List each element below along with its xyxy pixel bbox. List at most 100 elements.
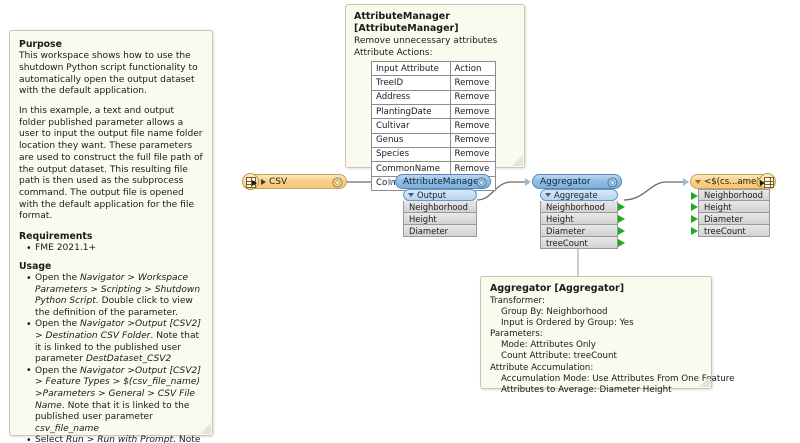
aggregator-note-line: Count Attribute: treeCount <box>501 351 617 362</box>
table-row: Species Remove <box>371 146 496 163</box>
input-arrow-icon <box>388 178 394 186</box>
cell-action: Remove <box>449 118 496 134</box>
attribute-row: Diameter <box>403 225 477 237</box>
input-arrow-icon <box>683 178 689 186</box>
attribute-label: Neighborhood <box>704 190 763 200</box>
reader-node-label: CSV <box>269 176 288 187</box>
aggregator-note-line: Attributes to Average: Diameter Height <box>501 384 672 395</box>
attributemanager-note-section-label: Attribute Actions: <box>354 47 433 58</box>
note-fold-corner <box>699 376 710 387</box>
table-grid-glyph <box>764 176 774 188</box>
column-header: Input Attribute <box>371 61 451 77</box>
purpose-paragraph-2: In this example, a text and output folde… <box>19 106 203 222</box>
writer-node-csv[interactable]: <$(cs...ame)> Neighborh <box>683 173 776 237</box>
attribute-label: Height <box>409 213 437 224</box>
list-item: Select Run > Run with Prompt. Note the p… <box>26 435 203 443</box>
list-item: Open the Navigator > Workspace Parameter… <box>26 273 203 319</box>
attribute-row: Diameter <box>691 213 770 225</box>
requirements-list: FME 2021.1+ <box>19 243 203 255</box>
list-item: Open the Navigator >Output [CSV2] > Dest… <box>26 319 203 365</box>
output-port-aggregator[interactable]: Aggregate <box>540 189 618 201</box>
csv-table-writer-icon <box>759 173 776 190</box>
reader-node-csv[interactable]: CSV <box>242 173 347 190</box>
gear-icon[interactable] <box>607 176 618 188</box>
attribute-label: Height <box>704 201 732 212</box>
arrow-right-glyph <box>760 180 765 186</box>
attribute-label: Height <box>546 213 574 224</box>
attribute-row: Height <box>691 201 770 213</box>
transformer-node-attributemanager[interactable]: AttributeManager Output <box>388 174 491 237</box>
chevron-down-icon <box>695 179 701 184</box>
attribute-row: Neighborhood <box>540 201 625 213</box>
link-aggregator-to-writer <box>623 181 686 201</box>
table-row: Genus Remove <box>371 132 496 148</box>
attribute-link-arrow-icon <box>691 191 698 200</box>
attribute-label: Diameter <box>409 225 449 236</box>
chevron-down-icon <box>545 193 551 197</box>
aggregator-note-title: Aggregator [Aggregator] <box>490 283 625 294</box>
aggregator-note-line: Transformer: <box>490 296 545 306</box>
attribute-row: Diameter <box>540 225 625 237</box>
aggregator-node-label: Aggregator <box>540 176 591 187</box>
attribute-label: Neighborhood <box>546 201 605 212</box>
cell-input-attribute: Address <box>371 89 451 106</box>
writer-node-label: <$(cs...ame)> <box>704 176 767 187</box>
attribute-label: treeCount <box>546 237 588 248</box>
aggregator-note-line: Mode: Attributes Only <box>501 340 596 351</box>
aggregator-annotation-note[interactable]: Aggregator [Aggregator] Transformer: Gro… <box>480 276 735 395</box>
aggregator-note-line: Input is Ordered by Group: Yes <box>501 318 634 329</box>
attribute-link-arrow-icon <box>691 202 698 211</box>
transformer-node-aggregator[interactable]: Aggregator Aggregate <box>525 174 625 249</box>
cell-action: Remove <box>449 104 496 120</box>
table-row: CommonName Remove <box>371 161 496 177</box>
column-header: Action <box>449 61 496 77</box>
attribute-link-arrow-icon <box>618 214 625 223</box>
attribute-actions-table: Input Attribute Action TreeID Remove Add… <box>371 61 496 191</box>
purpose-paragraph-1: This workspace shows how to use the shut… <box>19 51 198 97</box>
usage-list: Open the Navigator > Workspace Parameter… <box>19 273 203 443</box>
gear-icon[interactable] <box>332 176 343 188</box>
table-row: TreeID Remove <box>371 75 496 91</box>
input-arrow-icon <box>525 178 531 186</box>
attribute-link-arrow-icon <box>618 226 625 235</box>
gear-icon[interactable] <box>476 176 487 188</box>
attribute-link-arrow-icon <box>691 226 698 235</box>
reader-node-header[interactable]: CSV <box>243 174 347 189</box>
cell-input-attribute: TreeID <box>371 75 451 91</box>
aggregator-note-line: Group By: Neighborhood <box>501 307 608 318</box>
attribute-label: Neighborhood <box>409 201 468 212</box>
note-fold-corner <box>512 155 523 166</box>
table-row: Address Remove <box>371 89 496 106</box>
aggregator-note-line: Accumulation Mode: Use Attributes From O… <box>501 373 735 384</box>
aggregator-node-header[interactable]: Aggregator <box>532 174 622 189</box>
cell-input-attribute: PlantingDate <box>371 104 451 120</box>
list-item: Open the Navigator >Output [CSV2] > Feat… <box>26 365 203 436</box>
output-port-label: Aggregate <box>554 190 598 200</box>
table-row: Cultivar Remove <box>371 118 496 134</box>
attribute-link-arrow-icon <box>618 202 625 211</box>
attributemanager-node-label: AttributeManager <box>403 176 483 187</box>
output-port-attributemanager[interactable]: Output <box>403 189 477 201</box>
attributemanager-annotation-note[interactable]: AttributeManager [AttributeManager] Remo… <box>345 4 525 191</box>
attribute-row: Height <box>540 213 625 225</box>
arrow-right-glyph <box>252 180 257 186</box>
cell-action: Remove <box>449 89 496 106</box>
chevron-down-icon <box>408 193 414 197</box>
cell-action: Remove <box>449 146 496 163</box>
attribute-row: Height <box>403 213 477 225</box>
attributemanager-node-header[interactable]: AttributeManager <box>395 174 491 189</box>
attribute-label: treeCount <box>704 225 746 236</box>
table-header-row: Input Attribute Action <box>371 61 496 77</box>
table-row: PlantingDate Remove <box>371 104 496 120</box>
cell-input-attribute: Genus <box>371 132 451 148</box>
attribute-label: Diameter <box>704 213 744 224</box>
attribute-label: Diameter <box>546 225 586 236</box>
cell-input-attribute: Cultivar <box>371 118 451 134</box>
writer-node-header[interactable]: <$(cs...ame)> <box>690 174 770 189</box>
purpose-annotation-note[interactable]: Purpose This workspace shows how to use … <box>9 30 213 443</box>
list-item: FME 2021.1+ <box>26 243 203 255</box>
attributemanager-note-subtitle: Remove unnecessary attributes <box>354 36 498 46</box>
aggregator-note-line: Attribute Accumulation: <box>490 362 594 373</box>
attribute-row: Neighborhood <box>691 189 770 201</box>
